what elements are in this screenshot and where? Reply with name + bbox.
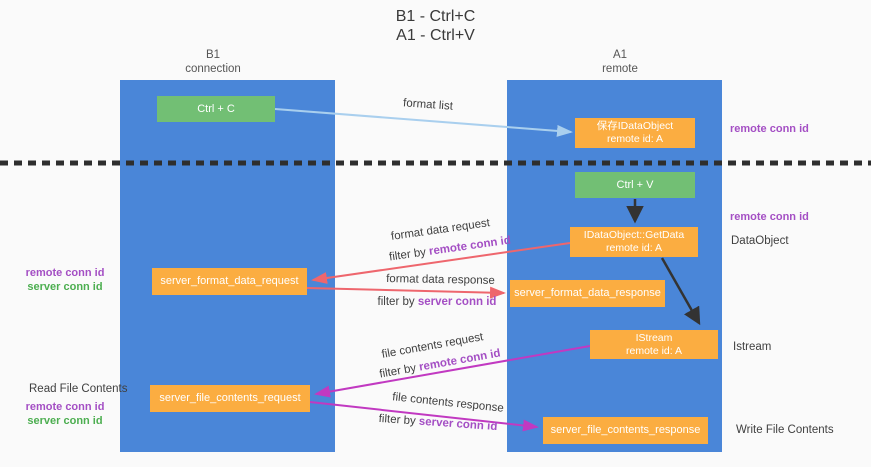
lane-header-b1: B1 connection [133, 48, 293, 76]
ctrl-v-label: Ctrl + V [616, 178, 654, 191]
istream-line2: remote id: A [625, 344, 683, 357]
lane-b1-title: B1 [205, 49, 221, 61]
right-label-istream: Istream [733, 341, 772, 353]
right-label-write-file-contents: Write File Contents [736, 424, 834, 436]
idataobject-getdata-box: IDataObject::GetData remote id: A [570, 227, 698, 257]
lane-a1-title: A1 [612, 49, 628, 61]
server-format-data-request-box: server_format_data_request [152, 268, 307, 295]
server-format-data-request-label: server_format_data_request [160, 275, 299, 287]
left-label-server-conn-id-mid: server conn id [27, 281, 103, 293]
lane-a1-subtitle: remote [602, 63, 638, 75]
filter-format-response-prefix: filter by [377, 296, 418, 308]
lane-b1-subtitle: connection [185, 63, 241, 75]
left-label-remote-conn-id-bottom: remote conn id [25, 401, 105, 413]
diagram-title: B1 - Ctrl+C A1 - Ctrl+V [0, 7, 871, 45]
arrow-label-format-data-response: format data response [386, 273, 495, 287]
left-conn-id-stack-mid: remote conn id server conn id [15, 266, 115, 294]
server-format-data-response-box: server_format_data_response [510, 280, 665, 307]
title-line-1: B1 - Ctrl+C [395, 8, 476, 25]
ctrl-c-label: Ctrl + C [197, 102, 235, 115]
filter-format-request-prefix: filter by [388, 245, 430, 264]
right-label-remote-conn-id-top: remote conn id [730, 123, 809, 135]
filter-file-response-value: server conn id [418, 415, 498, 434]
save-idataobject-line2: remote id: A [606, 133, 664, 145]
save-idataobject-line1: 保存IDataObject [596, 120, 674, 132]
ctrl-c-box: Ctrl + C [157, 96, 275, 122]
arrow-format-data-response [306, 286, 506, 299]
save-idataobject-box: 保存IDataObject remote id: A [575, 118, 695, 148]
right-label-dataobject: DataObject [731, 235, 789, 247]
getdata-line1: IDataObject::GetData [583, 229, 685, 241]
left-label-server-conn-id-bottom: server conn id [27, 415, 103, 427]
left-label-remote-conn-id-mid: remote conn id [25, 267, 105, 279]
left-label-read-file-contents: Read File Contents [29, 383, 128, 395]
server-file-contents-request-label: server_file_contents_request [159, 392, 301, 404]
server-file-contents-response-label: server_file_contents_response [550, 424, 701, 436]
istream-line1: IStream [635, 331, 673, 344]
server-file-contents-response-box: server_file_contents_response [543, 417, 708, 444]
arrow-label-file-contents-response: file contents response [391, 391, 505, 415]
getdata-line2: remote id: A [605, 242, 663, 254]
title-line-2: A1 - Ctrl+V [396, 27, 475, 44]
filter-file-response-prefix: filter by [378, 412, 420, 428]
arrow-label-filter-format-response: filter by server conn id [372, 296, 502, 308]
right-label-remote-conn-id-mid: remote conn id [730, 211, 809, 223]
istream-box: IStream remote id: A [590, 330, 718, 359]
filter-format-response-value: server conn id [417, 296, 497, 308]
arrow-label-filter-file-response: filter by server conn id [373, 412, 504, 433]
server-format-data-response-label: server_format_data_response [514, 287, 661, 299]
filter-file-request-prefix: filter by [378, 361, 421, 381]
left-conn-id-stack-bottom: remote conn id server conn id [15, 400, 115, 428]
lane-header-a1: A1 remote [540, 48, 700, 76]
server-file-contents-request-box: server_file_contents_request [150, 385, 310, 412]
ctrl-v-box: Ctrl + V [575, 172, 695, 198]
filter-format-request-value: remote conn id [428, 234, 512, 258]
arrow-label-format-list: format list [402, 97, 454, 113]
